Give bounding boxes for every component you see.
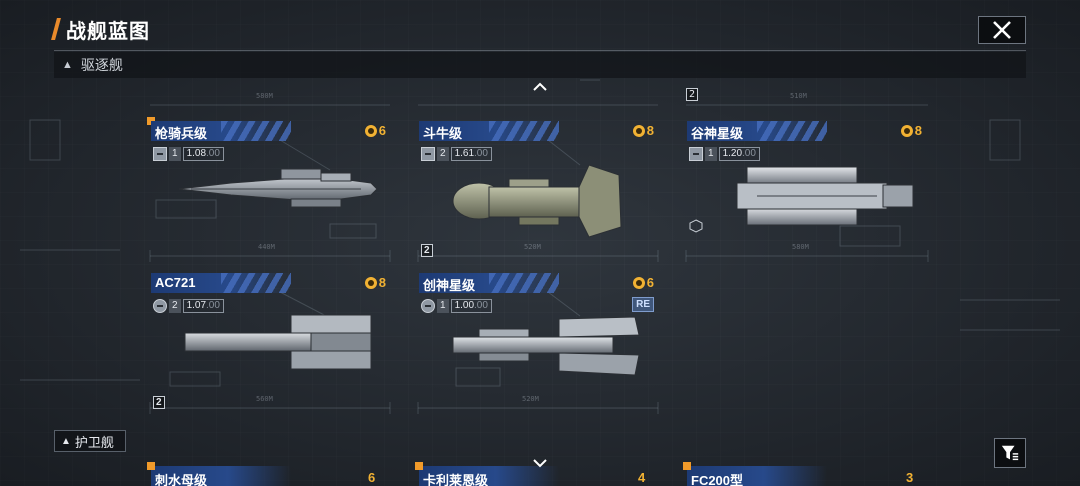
ship-ceres-image bbox=[736, 166, 914, 226]
ship-card[interactable]: 创神星级 6 1 1.00.00 RE bbox=[419, 273, 654, 413]
ship-name-bar bbox=[151, 273, 291, 293]
ship-cost-partial: 6 bbox=[368, 470, 376, 485]
cost-coin-icon bbox=[364, 124, 377, 137]
ship-tier: 1 bbox=[705, 147, 717, 161]
ship-card[interactable]: 斗牛级 8 2 1.61.00 2 bbox=[419, 121, 654, 261]
cost-coin-icon bbox=[364, 276, 377, 289]
ship-name-bar bbox=[419, 273, 559, 293]
page-header: 战舰蓝图 bbox=[51, 16, 150, 43]
ship-name-partial[interactable]: 卡利莱恩级 bbox=[423, 473, 489, 486]
header-divider bbox=[54, 50, 1026, 51]
tier-badge: 2 bbox=[686, 88, 699, 101]
ship-stats: 2 1.07.00 bbox=[153, 299, 224, 313]
expand-triangle-icon: ▲ bbox=[61, 435, 71, 447]
ship-version: 1.61.00 bbox=[450, 147, 492, 161]
ship-tier: 2 bbox=[169, 299, 181, 313]
ship-version: 1.07.00 bbox=[182, 299, 224, 313]
ship-name: 斗牛级 bbox=[423, 126, 463, 141]
torpedo-class-icon bbox=[421, 147, 435, 161]
ship-tier-box: 2 bbox=[153, 396, 165, 409]
ship-name-bar-partial bbox=[151, 466, 291, 486]
section-label: 驱逐舰 bbox=[80, 57, 123, 73]
ship-cost-partial: 4 bbox=[638, 470, 646, 485]
ship-card[interactable]: 枪骑兵级 6 1 1.08.00 bbox=[147, 117, 386, 261]
cost-coin-icon bbox=[632, 124, 645, 137]
ship-name: 谷神星级 bbox=[691, 126, 744, 141]
selection-marker bbox=[147, 462, 155, 470]
ship-cost: 8 bbox=[364, 275, 386, 290]
ship-name: 枪骑兵级 bbox=[155, 126, 208, 141]
ship-stats: 1 1.00.00 bbox=[421, 299, 492, 313]
close-button[interactable] bbox=[978, 16, 1026, 44]
globe-class-icon bbox=[153, 299, 167, 313]
filter-button[interactable] bbox=[994, 438, 1026, 468]
re-tag: RE bbox=[632, 297, 654, 312]
ship-tier-box: 2 bbox=[421, 244, 433, 257]
ship-cost: 6 bbox=[632, 275, 654, 290]
ship-tier: 2 bbox=[437, 147, 449, 161]
ship-cost: 8 bbox=[900, 123, 922, 138]
close-icon bbox=[993, 21, 1011, 39]
ship-version: 1.08.00 bbox=[182, 147, 224, 161]
ship-name: 创神星级 bbox=[423, 278, 476, 293]
lancer-class-icon bbox=[153, 147, 167, 161]
ship-name-bar bbox=[687, 121, 827, 141]
ship-tier: 1 bbox=[437, 299, 449, 313]
ship-name: AC721 bbox=[155, 275, 196, 290]
ship-name-bar-partial bbox=[419, 466, 559, 486]
ship-name-bar-partial bbox=[687, 466, 827, 486]
ship-creator-image bbox=[452, 316, 640, 376]
ship-cost-partial: 3 bbox=[906, 470, 914, 485]
scroll-up-chevron-icon[interactable] bbox=[530, 80, 550, 94]
filter-icon bbox=[1001, 445, 1019, 461]
ship-card[interactable]: AC721 8 2 1.07.00 2 bbox=[151, 273, 386, 413]
section-label: 护卫舰 bbox=[74, 434, 114, 450]
missile-class-icon bbox=[421, 299, 435, 313]
section-header-destroyer[interactable]: ▲ 驱逐舰 bbox=[54, 52, 1026, 78]
ship-card[interactable]: 谷神星级 8 1 1.20.00 bbox=[687, 121, 922, 261]
scroll-down-chevron-icon[interactable] bbox=[530, 456, 550, 470]
page-title: 战舰蓝图 bbox=[66, 20, 150, 43]
ship-stats: 1 1.08.00 bbox=[153, 147, 224, 161]
ship-stats: 2 1.61.00 bbox=[421, 147, 492, 161]
ship-version: 1.20.00 bbox=[718, 147, 760, 161]
ship-ac721-image bbox=[184, 314, 372, 370]
cost-coin-icon bbox=[900, 124, 913, 137]
collapse-triangle-icon: ▲ bbox=[62, 59, 73, 71]
section-header-escort[interactable]: ▲ 护卫舰 bbox=[54, 430, 126, 452]
cost-coin-icon bbox=[632, 276, 645, 289]
ship-cost: 8 bbox=[632, 123, 654, 138]
ship-lancer-image bbox=[178, 168, 378, 208]
selection-marker bbox=[683, 462, 691, 470]
ship-tier: 1 bbox=[169, 147, 181, 161]
ship-name-bar bbox=[151, 121, 291, 141]
ship-version: 1.00.00 bbox=[450, 299, 492, 313]
hexagon-icon bbox=[689, 219, 703, 233]
ship-name-partial[interactable]: 刺水母级 bbox=[155, 473, 208, 486]
ship-bull-image bbox=[452, 164, 622, 238]
cannon-class-icon bbox=[689, 147, 703, 161]
ship-name-partial[interactable]: FC200型 bbox=[691, 473, 744, 486]
ship-stats: 1 1.20.00 bbox=[689, 147, 760, 161]
title-accent-bar bbox=[51, 18, 61, 40]
selection-marker bbox=[415, 462, 423, 470]
ship-cost: 6 bbox=[364, 123, 386, 138]
ship-name-bar bbox=[419, 121, 559, 141]
